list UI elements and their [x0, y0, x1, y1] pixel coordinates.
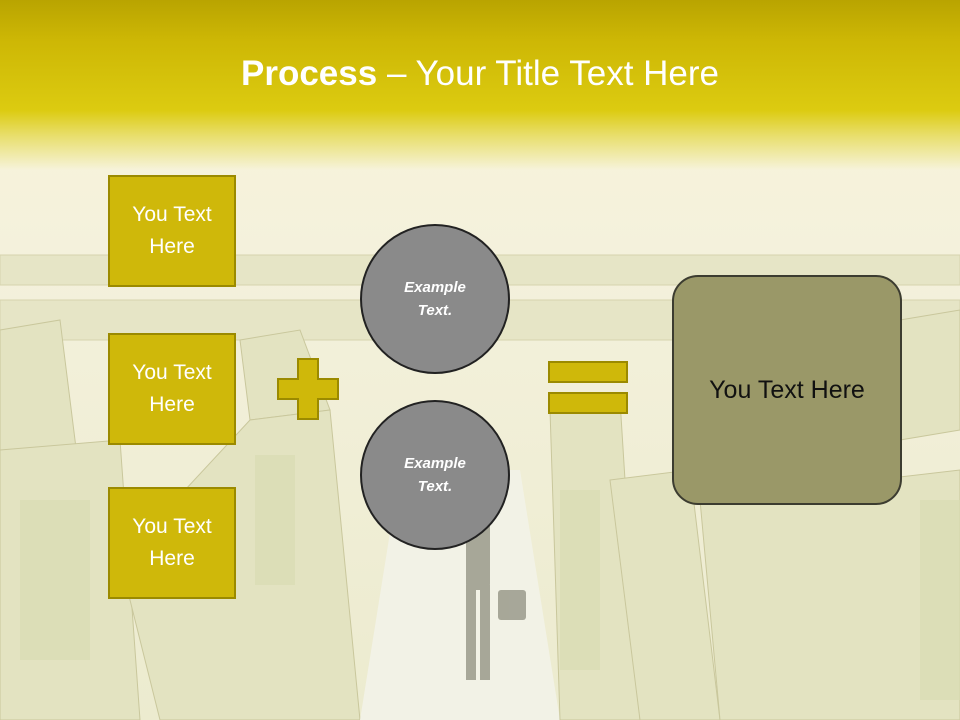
circle-1: Example Text. — [360, 224, 510, 374]
header-band — [0, 0, 960, 170]
left-box-2: You Text Here — [108, 333, 236, 445]
slide-title: Process – Your Title Text Here — [0, 52, 960, 96]
title-bold: Process — [241, 54, 378, 93]
result-box: You Text Here — [672, 275, 902, 505]
circle-2-label: Example Text. — [404, 455, 466, 495]
title-rest: – Your Title Text Here — [377, 54, 719, 93]
left-box-1: You Text Here — [108, 175, 236, 287]
circle-1-label: Example Text. — [404, 279, 466, 319]
equals-icon — [548, 361, 628, 414]
plus-icon — [277, 358, 339, 420]
circle-2: Example Text. — [360, 400, 510, 550]
result-box-label: You Text Here — [709, 375, 865, 404]
left-box-3-label: You Text Here — [132, 515, 212, 570]
left-box-1-label: You Text Here — [132, 203, 212, 258]
left-box-3: You Text Here — [108, 487, 236, 599]
left-box-2-label: You Text Here — [132, 361, 212, 416]
